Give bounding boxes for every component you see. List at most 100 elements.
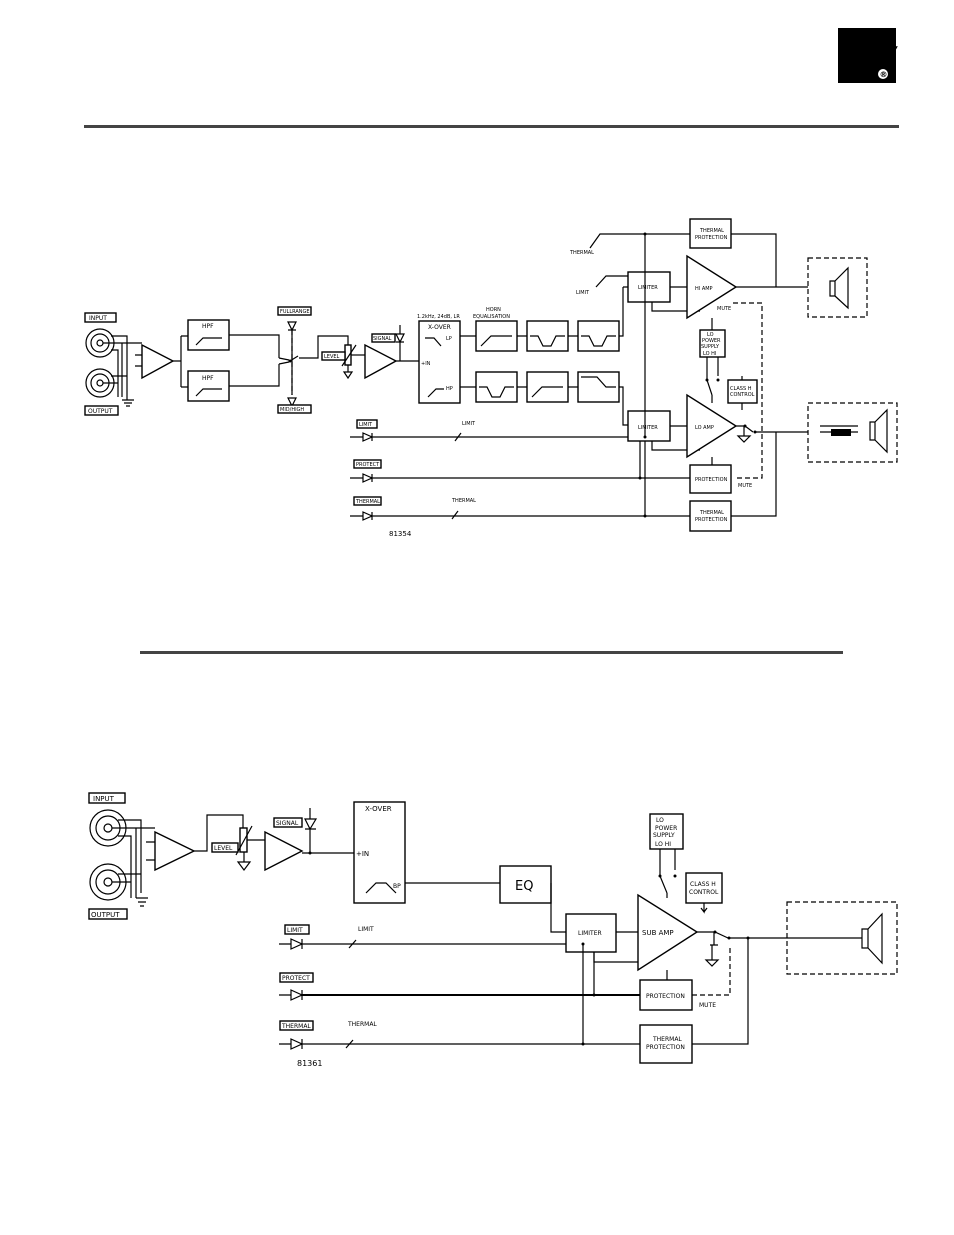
d1-signal-led-icon bbox=[395, 325, 419, 362]
d1-horn-eq-1: HORN bbox=[486, 307, 501, 313]
d1-figure-id: 81354 bbox=[389, 530, 412, 538]
d1-protection bbox=[689, 464, 732, 494]
d1-limit-line-label: LIMIT bbox=[462, 421, 476, 427]
d2-limit-line-label: LIMIT bbox=[358, 926, 374, 933]
logo-mark: ® bbox=[880, 70, 888, 79]
d2-thermal-led-label: THERMAL bbox=[281, 1023, 311, 1030]
d1-lops-3: SUPPLY bbox=[701, 344, 720, 350]
d1-hi-speaker-enclosure bbox=[807, 257, 868, 318]
d2-thermal-protection bbox=[639, 1024, 693, 1064]
d1-thermal-line-label: THERMAL bbox=[451, 498, 476, 504]
d1-protection-label: PROTECTION bbox=[695, 477, 728, 483]
d1-fullrange-label: FULLRANGE bbox=[280, 309, 310, 315]
d1-thermal-protection-bottom bbox=[689, 500, 732, 532]
d2-in-label: +IN bbox=[356, 850, 369, 858]
d2-thermal-line-label: THERMAL bbox=[347, 1021, 377, 1028]
d1-output-label: OUTPUT bbox=[88, 408, 113, 415]
d2-figure-id: 81361 bbox=[297, 1059, 322, 1068]
d2-lops-4: LO HI bbox=[655, 841, 671, 848]
d2-tp-2: PROTECTION bbox=[646, 1044, 685, 1051]
d2-lo-power-supply bbox=[649, 813, 684, 850]
d1-tp-bot-2: PROTECTION bbox=[695, 517, 728, 523]
d2-limiter bbox=[565, 913, 617, 953]
d2-level-pot bbox=[239, 827, 248, 853]
d1-limiter-hi bbox=[627, 271, 671, 303]
d1-lo-speaker-icon bbox=[869, 408, 888, 454]
d1-tp-bot-1: THERMAL bbox=[699, 510, 724, 516]
d1-hi-amp-label: HI AMP bbox=[695, 286, 713, 292]
d2-input-label: INPUT bbox=[93, 795, 115, 803]
d1-midhigh-label: MID/HIGH bbox=[280, 407, 304, 413]
d1-input-label: INPUT bbox=[89, 315, 107, 322]
d1-mute-bottom: MUTE bbox=[738, 483, 752, 489]
d1-midhigh-led-icon bbox=[287, 397, 297, 408]
d2-sub-amp-label: SUB AMP bbox=[642, 929, 674, 937]
d1-protect-led-label: PROTECT bbox=[356, 462, 380, 468]
d2-tp-1: THERMAL bbox=[652, 1036, 682, 1043]
d1-limiter-lo bbox=[627, 410, 671, 442]
d2-speaker-icon bbox=[861, 912, 883, 965]
d1-hp-label: HP bbox=[446, 386, 453, 392]
d1-tp-top-1: THERMAL bbox=[699, 228, 724, 234]
d2-protection bbox=[639, 979, 693, 1011]
header-rule bbox=[84, 125, 899, 128]
d1-lo-amp bbox=[686, 393, 738, 459]
d2-limiter-label: LIMITER bbox=[578, 930, 602, 937]
d2-eq bbox=[499, 865, 552, 904]
d1-signal-label: SIGNAL bbox=[373, 336, 392, 342]
d1-level-pot bbox=[344, 344, 352, 366]
d2-xover-label: X-OVER bbox=[365, 805, 392, 813]
d1-in-label: +IN bbox=[421, 361, 431, 367]
d2-lops-2: POWER bbox=[655, 825, 677, 832]
d1-lops-4: LO HI bbox=[703, 351, 716, 357]
d2-signal-label: SIGNAL bbox=[276, 820, 299, 827]
d1-signal-amp bbox=[364, 343, 398, 380]
d2-eq-label: EQ bbox=[515, 879, 533, 894]
d1-mute-top: MUTE bbox=[717, 306, 731, 312]
d1-thermal-led-icon bbox=[350, 511, 690, 521]
d2-protection-label: PROTECTION bbox=[646, 993, 685, 1000]
d2-protect-led-label: PROTECT bbox=[282, 975, 310, 982]
d2-lops-3: SUPPLY bbox=[653, 832, 675, 839]
d2-input-amp bbox=[154, 830, 196, 872]
d1-xover-spec: 1.2kHz, 24dB, LR bbox=[417, 314, 460, 320]
d2-class-h-control bbox=[685, 872, 723, 904]
d2-mute-label: MUTE bbox=[699, 1002, 716, 1009]
d2-signal-amp bbox=[264, 830, 304, 872]
d1-lo-speaker-enclosure bbox=[807, 402, 898, 463]
section-rule bbox=[140, 651, 843, 654]
d2-limit-led-label: LIMIT bbox=[287, 927, 303, 934]
d1-lo-amp-label: LO AMP bbox=[695, 425, 714, 431]
d1-lo-power-supply bbox=[699, 329, 726, 358]
d2-classh-2: CONTROL bbox=[689, 889, 719, 896]
d2-limit-led-icon bbox=[279, 938, 566, 950]
d1-limiter-hi-label: LIMITER bbox=[638, 285, 658, 291]
d2-thermal-led-icon bbox=[279, 1038, 640, 1050]
d1-lops-2: POWER bbox=[702, 338, 721, 344]
d1-classh-1: CLASS H bbox=[730, 386, 752, 392]
d1-input-amp bbox=[141, 343, 175, 380]
d1-limit-led-label: LIMIT bbox=[359, 422, 373, 428]
block-diagram-2: INPUT OUTPUT LEVEL SIGNAL X-OVER + bbox=[88, 792, 898, 1068]
d1-limiter-lo-label: LIMITER bbox=[638, 425, 658, 431]
d2-xover bbox=[353, 801, 406, 904]
d1-limit-led-icon bbox=[350, 432, 628, 442]
d2-output-label: OUTPUT bbox=[91, 911, 120, 919]
ev-logo: EV ® bbox=[838, 28, 898, 83]
d2-lops-1: LO bbox=[656, 817, 664, 824]
d1-lp-label: LP bbox=[446, 336, 452, 342]
d2-sub-amp bbox=[637, 893, 699, 972]
d2-signal-led-icon bbox=[302, 808, 354, 854]
d1-hi-speaker-icon bbox=[829, 266, 849, 310]
d1-thermal-top: THERMAL bbox=[569, 250, 594, 256]
block-diagram-1: INPUT OUTPUT HPF HPF FULLRANGE bbox=[84, 218, 898, 538]
d2-level-label: LEVEL bbox=[214, 845, 233, 852]
d1-horn-eq-2: EQUALISATION bbox=[473, 314, 510, 320]
d1-level-label: LEVEL bbox=[324, 354, 340, 360]
d1-tp-top-2: PROTECTION bbox=[695, 235, 728, 241]
d1-xover-label: X-OVER bbox=[428, 324, 451, 331]
d1-hpf-top-label: HPF bbox=[202, 323, 214, 330]
d1-lops-1: LO bbox=[707, 332, 714, 338]
